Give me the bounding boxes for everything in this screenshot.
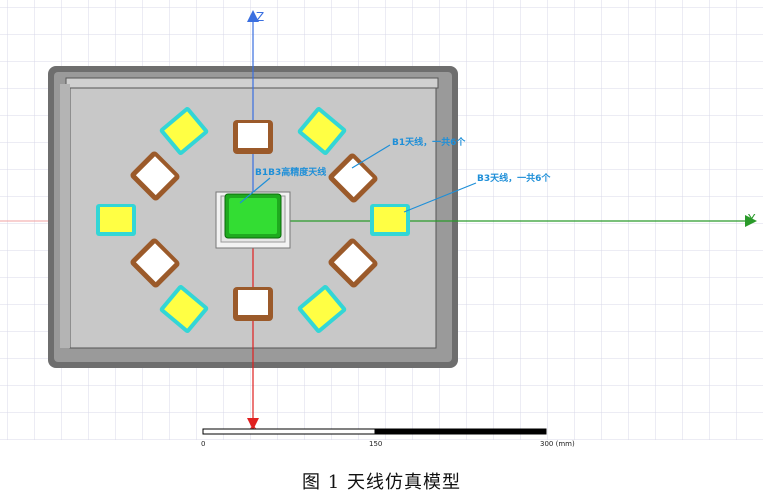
center-annotation-label: B1B3高精度天线	[255, 166, 326, 178]
viewport-canvas[interactable]: Y X Z	[0, 0, 763, 450]
housing-top-lip	[65, 77, 439, 89]
b1-antenna-upper-right[interactable]	[327, 152, 379, 204]
z-axis-arrowhead	[247, 10, 259, 22]
x-axis-arrowhead	[247, 418, 259, 430]
scale-tick-300: 300 (mm)	[540, 440, 575, 448]
b1-antenna-lower-right[interactable]	[327, 237, 379, 289]
center-antenna[interactable]	[215, 191, 291, 249]
b1-antenna-lower-left[interactable]	[129, 237, 181, 289]
b1-annotation-leader	[351, 144, 391, 169]
b1-annotation-label: B1天线，一共6个	[392, 136, 466, 148]
3d-model-viewport[interactable]: Y X Z	[0, 0, 763, 450]
z-axis-label: Z	[256, 10, 264, 24]
b1-antenna-bottom[interactable]	[233, 287, 273, 321]
b3-antenna-lower-right[interactable]	[297, 284, 348, 334]
scale-tick-150: 150	[369, 440, 382, 448]
b3-annotation-leader	[403, 182, 477, 213]
b3-antenna-upper-left[interactable]	[159, 106, 210, 156]
x-axis-label: X	[249, 419, 257, 433]
center-annotation-leader	[239, 177, 271, 204]
b3-antenna-lower-left[interactable]	[159, 284, 210, 334]
y-axis-arrowhead	[745, 215, 757, 227]
b3-antenna-right[interactable]	[370, 204, 410, 236]
figure-caption: 图 1 天线仿真模型	[302, 472, 461, 493]
b3-annotation-label: B3天线，一共6个	[477, 172, 551, 184]
b3-antenna-upper-right[interactable]	[297, 106, 348, 156]
y-axis-label: Y	[747, 212, 756, 226]
housing-left-wall	[60, 84, 70, 348]
scale-tick-0: 0	[201, 440, 205, 448]
b1-antenna-top[interactable]	[233, 120, 273, 154]
scale-bar: 0 150 300 (mm)	[201, 428, 575, 448]
b1-antenna-upper-left[interactable]	[129, 150, 181, 202]
b3-antenna-left[interactable]	[96, 204, 136, 236]
